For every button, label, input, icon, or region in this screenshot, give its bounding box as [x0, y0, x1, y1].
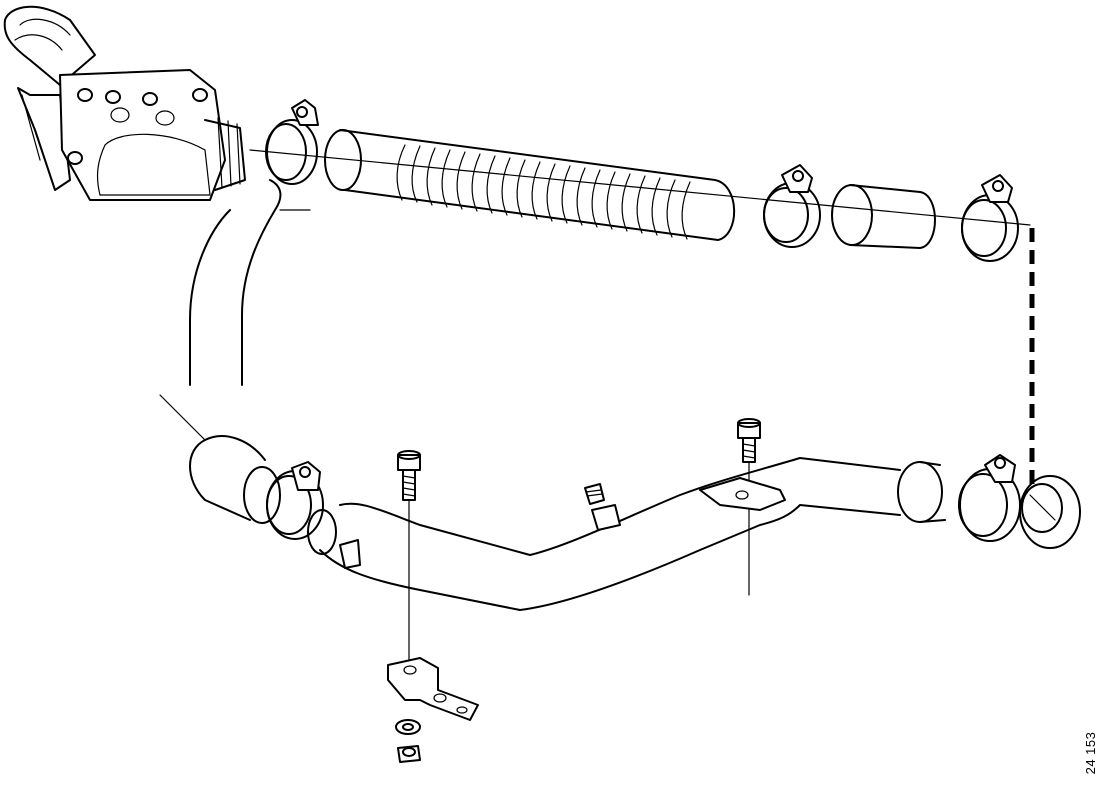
drawing-reference-number: 24 153	[1083, 731, 1098, 775]
hose-clamp-upper-3	[961, 174, 1019, 262]
nut	[397, 745, 421, 763]
muffler-inlet	[1019, 475, 1081, 549]
connecting-sleeve	[831, 184, 936, 249]
sensor-plug	[584, 483, 621, 531]
pipe-clip-bracket	[699, 477, 786, 511]
axis-line-upper	[249, 149, 1031, 226]
downpipe	[189, 179, 311, 386]
hose-clamp-upper-2	[763, 164, 821, 248]
turbo-outlet-flange	[3, 5, 246, 201]
hose-clamp-lower-1	[243, 461, 324, 540]
hose-clamp-upper-1	[265, 99, 319, 185]
lower-exhaust-pipe	[159, 394, 901, 611]
hose-clamp-lower-2	[958, 454, 1021, 542]
washer	[395, 719, 421, 735]
mounting-bracket-lower	[387, 657, 479, 721]
lower-pipe-sleeve	[897, 461, 946, 523]
mounting-bolt-left	[397, 450, 421, 666]
flexible-bellows-pipe	[324, 129, 736, 241]
